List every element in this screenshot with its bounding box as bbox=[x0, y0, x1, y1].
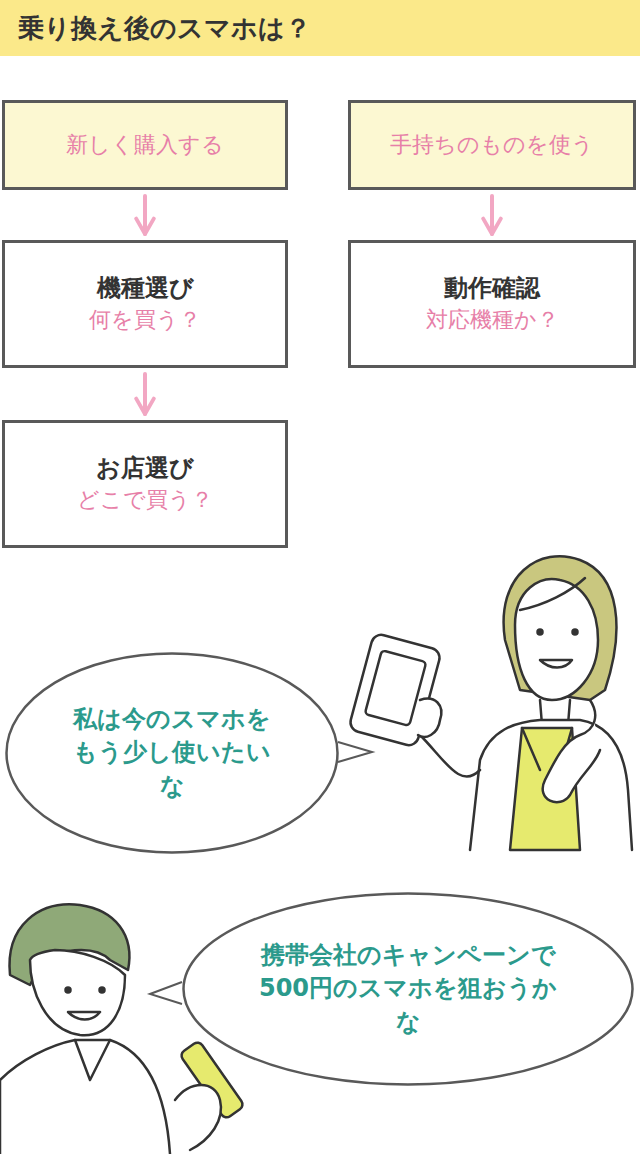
process-box: お店選びどこで買う？ bbox=[2, 420, 288, 548]
speech-bubble: 私は今のスマホを もう少し使いたいな bbox=[5, 652, 339, 854]
start-box: 新しく購入する bbox=[2, 100, 288, 190]
speech-bubble: 携帯会社のキャンペーンで 500円のスマホを狙おうかな bbox=[182, 892, 634, 1086]
bubble-tail bbox=[150, 982, 182, 1004]
node-subtext: どこで買う？ bbox=[77, 485, 213, 516]
flow-arrow bbox=[143, 196, 147, 234]
node-subtext: 何を買う？ bbox=[89, 305, 201, 336]
flow-arrow bbox=[143, 374, 147, 414]
bubble-ellipse bbox=[7, 654, 338, 853]
start-box: 手持ちのものを使う bbox=[348, 100, 636, 190]
title: 乗り換え後のスマホは？ bbox=[0, 0, 640, 56]
node-heading: 動作確認 bbox=[444, 272, 540, 306]
node-heading: 私は今のスマホを もう少し使いたいな bbox=[70, 703, 275, 804]
node-subtext: 対応機種か？ bbox=[426, 305, 559, 336]
node-heading: 手持ちのものを使う bbox=[390, 130, 594, 161]
woman-figure bbox=[348, 556, 632, 850]
bubble-tail bbox=[338, 742, 372, 762]
process-box: 動作確認対応機種か？ bbox=[348, 240, 636, 368]
node-heading: お店選び bbox=[96, 452, 194, 486]
node-heading: 携帯会社のキャンペーンで 500円のスマホを狙おうかな bbox=[253, 939, 563, 1040]
node-heading: 機種選び bbox=[97, 272, 194, 306]
title-band: 乗り換え後のスマホは？ bbox=[0, 0, 640, 56]
node-heading: 新しく購入する bbox=[66, 130, 224, 161]
bubble-ellipse bbox=[184, 894, 633, 1085]
flow-arrow bbox=[490, 196, 494, 234]
process-box: 機種選び何を買う？ bbox=[2, 240, 288, 368]
